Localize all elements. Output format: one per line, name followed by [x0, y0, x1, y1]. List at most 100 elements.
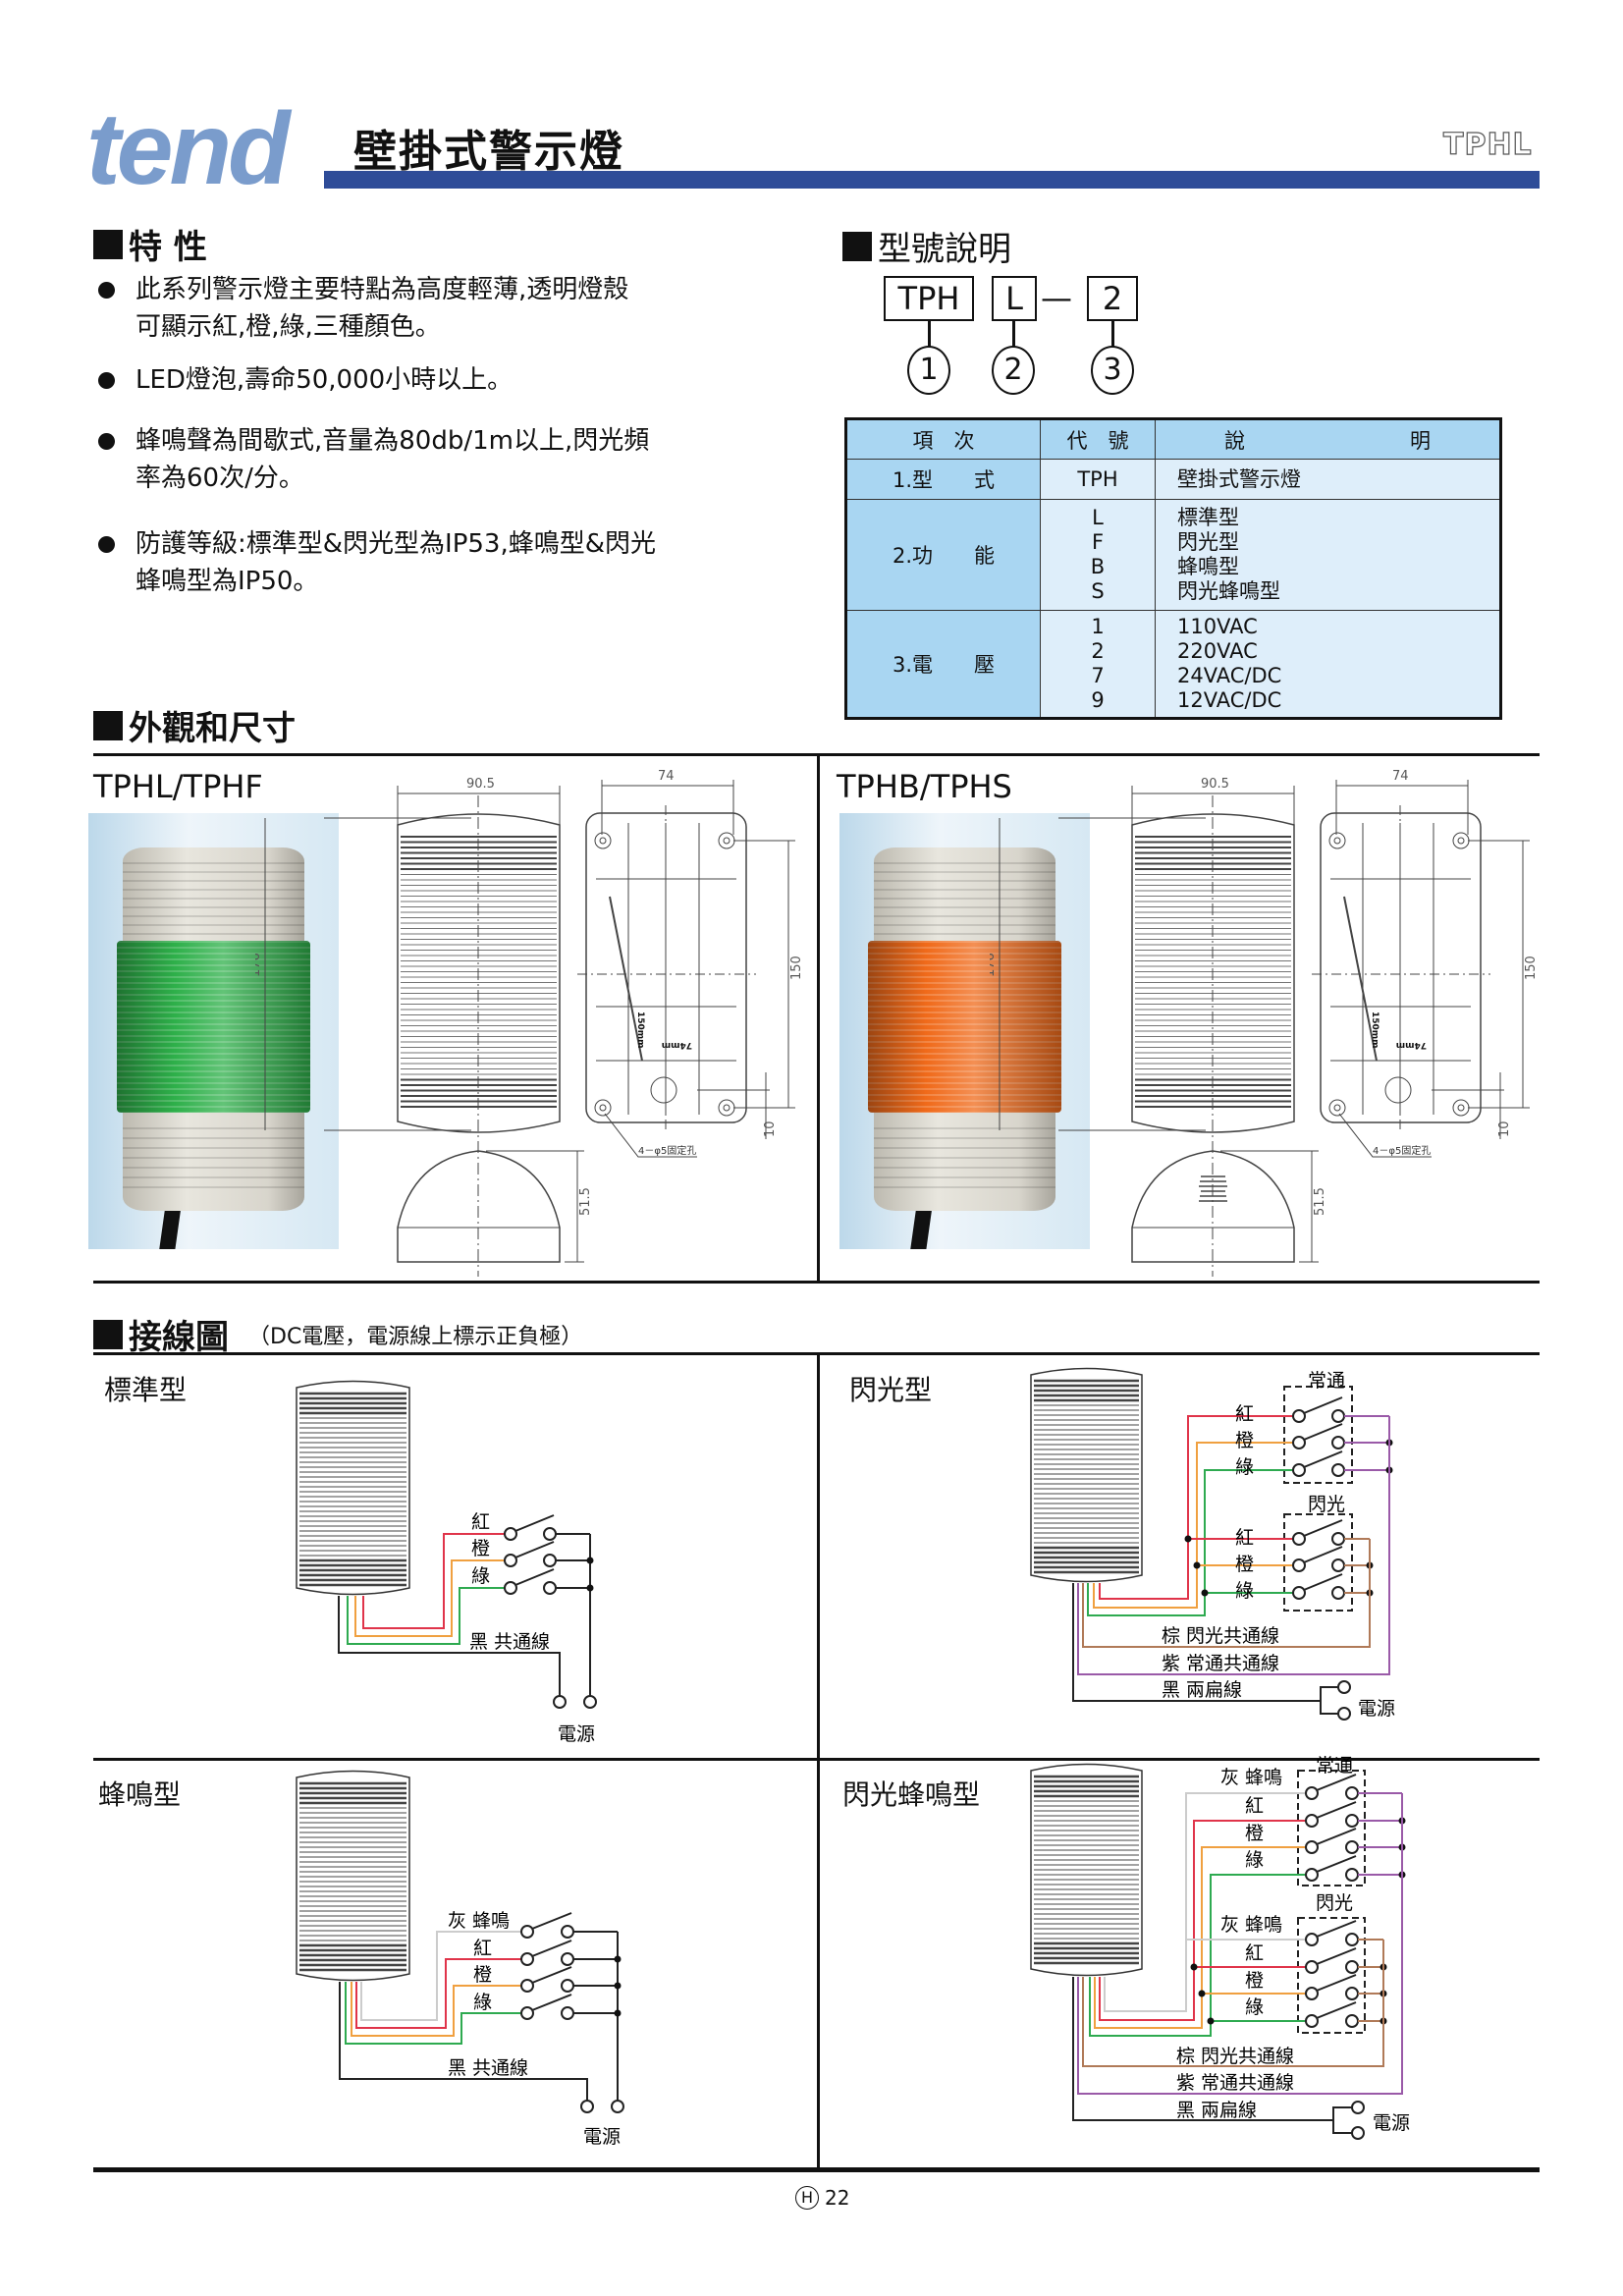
wire-gray: [360, 1931, 521, 2021]
label-buzzer: 灰 蜂鳴: [1220, 1767, 1282, 1788]
divider: [817, 753, 820, 1284]
label-black-power: 黑 兩扁線: [1176, 2100, 1257, 2121]
switch-terminal-icon: [1292, 1558, 1306, 1572]
square-bullet-icon: [93, 1319, 123, 1349]
switch-box: [1297, 1917, 1366, 2034]
header-bar: [324, 171, 1540, 189]
switch-terminal-icon: [1305, 1960, 1319, 1974]
model-code-heading-text: 型號說明: [878, 230, 1011, 269]
switch-terminal-icon: [520, 1979, 534, 1993]
desc: 24VAC/DC: [1177, 664, 1282, 687]
switch-terminal-icon: [1345, 2014, 1359, 2028]
page-mark-icon: H: [795, 2186, 819, 2210]
wire-red: [1099, 1820, 1306, 2021]
switch-terminal-icon: [520, 2006, 534, 2020]
switch-terminal-icon: [1345, 1960, 1359, 1974]
desc: 110VAC: [1177, 615, 1258, 638]
wire-black: [1072, 1583, 1321, 1702]
switch-terminal-icon: [1292, 1532, 1306, 1546]
row-item: 2.功 能: [845, 499, 1041, 611]
switch-terminal-icon: [543, 1527, 557, 1541]
switch-terminal-icon: [1305, 1786, 1319, 1800]
switch-lever-icon: [1316, 1774, 1357, 1791]
wire-black: [339, 1982, 588, 2101]
switch-terminal-icon: [561, 1925, 574, 1939]
brand-logo: tend: [86, 92, 291, 206]
wire-purple: [1077, 1416, 1390, 1675]
row-desc: 壁掛式警示燈: [1155, 459, 1501, 500]
dimensions-heading-text: 外觀和尺寸: [129, 709, 296, 748]
lamp-lens: [117, 941, 310, 1113]
switch-lever-icon: [1316, 1855, 1357, 1873]
page-title: 壁掛式警示燈: [353, 127, 624, 177]
code-number-1: 1: [907, 346, 950, 395]
wire-black: [338, 1596, 561, 1696]
connector-line: [928, 321, 931, 347]
drawing-lines: [999, 780, 1530, 1277]
label-common: 黑 共通線: [448, 2057, 528, 2079]
switch-lever-icon: [1316, 1920, 1357, 1938]
col-header-item: 項 次: [845, 418, 1041, 460]
inner-width-label: 74mm: [1396, 1040, 1427, 1050]
divider: [817, 1352, 820, 2170]
desc: 蜂鳴型: [1177, 555, 1239, 578]
switch-lever-icon: [514, 1541, 555, 1558]
square-bullet-icon: [93, 229, 123, 259]
label-power: 電源: [558, 1723, 595, 1745]
product-name: TPHL/TPHF: [93, 768, 263, 805]
switch-lever-icon: [1316, 1974, 1357, 1992]
power-terminal-icon: [1337, 1707, 1351, 1721]
page-number: 22: [825, 2186, 850, 2210]
junction-dot: [586, 1557, 594, 1564]
power-terminal-icon: [1351, 2126, 1365, 2140]
desc: 12VAC/DC: [1177, 688, 1282, 712]
feature-item: LED燈泡,壽命50,000小時以上。: [98, 361, 766, 399]
connector-line: [1111, 321, 1114, 347]
inner-height-label: 150mm: [635, 1011, 645, 1049]
wire-orange: [1093, 1442, 1293, 1609]
mount-hole-icon: [1452, 832, 1470, 849]
code-number-2: 2: [992, 346, 1035, 395]
label-steady: 常通: [1308, 1370, 1345, 1392]
bullet-icon: [98, 282, 115, 299]
label-red: 紅: [473, 1938, 492, 1959]
label-purple-common: 紫 常通共通線: [1162, 1653, 1279, 1674]
switch-lever-icon: [1316, 1801, 1357, 1819]
wire-purple: [1077, 1793, 1403, 2095]
label-buzzer: 灰 蜂鳴: [1220, 1914, 1282, 1936]
code: 9: [1091, 688, 1105, 712]
inner-height-label: 150mm: [1370, 1011, 1380, 1049]
code-box-function: L: [992, 276, 1037, 321]
switch-terminal-icon: [561, 1952, 574, 1966]
features-heading-text: 特 性: [129, 228, 207, 267]
label-steady: 常通: [1316, 1755, 1353, 1777]
wiring-note: （DC電壓，電源線上標示正負極）: [248, 1324, 583, 1349]
switch-terminal-icon: [543, 1554, 557, 1567]
model-code-heading: 型號說明: [842, 222, 1011, 270]
wiring-heading-text: 接線圖: [129, 1318, 229, 1357]
mount-hole-icon: [1328, 1099, 1346, 1117]
features-heading: 特 性: [93, 220, 207, 268]
switch-terminal-icon: [1345, 1868, 1359, 1882]
lamp-cap-ridges: [123, 862, 304, 941]
junction-dot: [1198, 1990, 1206, 1997]
switch-terminal-icon: [1292, 1436, 1306, 1449]
switch-lever-icon: [1303, 1519, 1343, 1537]
switch-terminal-icon: [1331, 1463, 1345, 1477]
junction-dot: [586, 1584, 594, 1592]
wire-black: [1332, 2106, 1352, 2134]
label-black-power: 黑 兩扁線: [1162, 1679, 1242, 1701]
label-buzzer: 灰 蜂鳴: [448, 1910, 510, 1932]
label-red: 紅: [1235, 1403, 1254, 1425]
lamp-cap-ridges: [874, 862, 1055, 941]
product-photo-green: [88, 813, 339, 1249]
mount-hole-center: [723, 1104, 730, 1112]
dim-height-label: 176: [255, 953, 263, 977]
desc: 閃光蜂鳴型: [1177, 579, 1280, 603]
wire-red: [1099, 1415, 1293, 1600]
switch-terminal-icon: [504, 1554, 517, 1567]
dim-width-label: 90.5: [466, 777, 495, 792]
